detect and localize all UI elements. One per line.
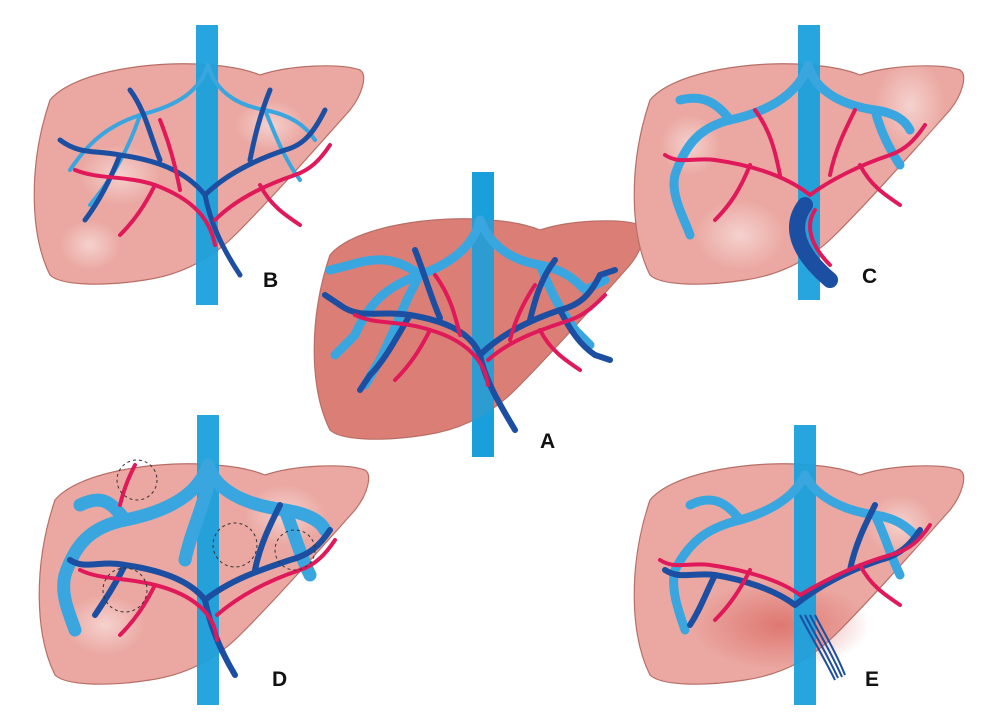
hepatic-artery-tree: [663, 108, 927, 222]
dashed-circle: [102, 567, 148, 613]
hepatic-vein-tree: [57, 458, 332, 637]
hepatic-vein-tree: [669, 470, 920, 635]
panel-b: B: [33, 25, 365, 305]
portal-vein-stump: [789, 197, 838, 288]
panel-label: C: [862, 265, 877, 288]
hepatic-artery-tree: [78, 463, 337, 642]
panel-a: A: [313, 172, 645, 457]
panel-c: C: [633, 25, 965, 300]
portal-vein-tree: [57, 87, 328, 278]
panel-d: D: [38, 415, 370, 705]
panel-e: E: [633, 425, 965, 705]
dashed-circle: [116, 459, 158, 501]
hepatic-vein-tree: [669, 60, 915, 240]
hepatic-artery-tree: [73, 118, 332, 247]
blotch: [65, 595, 145, 655]
panel-label: B: [263, 269, 278, 292]
ivc-bar: [472, 172, 494, 457]
panel-label: D: [272, 668, 287, 691]
portal-vein-tree: [322, 247, 618, 433]
dashed-circle: [212, 522, 258, 568]
hepatic-artery-tree: [353, 273, 607, 387]
blotch: [695, 200, 785, 270]
congested-patch: [690, 580, 870, 670]
ischemic-region-markers: [102, 459, 316, 613]
collateral-vessels: [799, 614, 846, 681]
panel-label: E: [865, 668, 879, 691]
blotch: [60, 220, 120, 270]
hepatic-artery-tree: [658, 523, 932, 622]
panel-label: A: [540, 430, 555, 453]
dashed-circle: [274, 529, 316, 571]
ivc-bar: [794, 425, 816, 705]
blotch: [875, 60, 945, 150]
